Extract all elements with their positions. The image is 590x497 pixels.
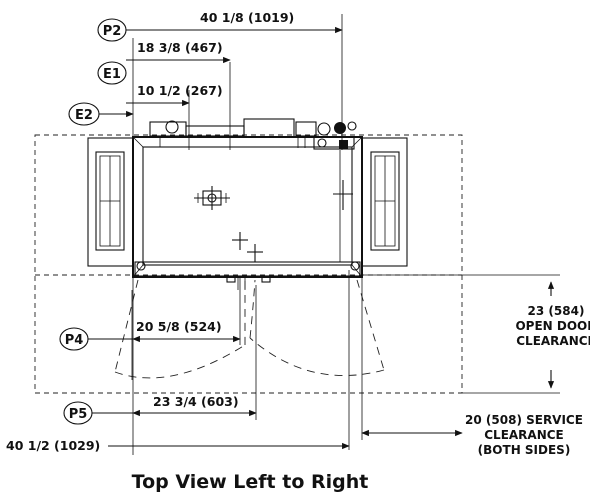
service-clearance-line1: CLEARANCE: [484, 428, 564, 442]
service-clearance-outline: [34, 134, 463, 394]
center-burner-symbol: [194, 186, 230, 210]
callout-e1: E1: [97, 61, 127, 85]
lower-crosshairs: [232, 232, 263, 262]
callout-e2: E2: [68, 102, 100, 126]
figure-caption: Top View Left to Right: [132, 471, 369, 493]
svg-text:P5: P5: [69, 407, 88, 422]
left-side-panel: [87, 137, 134, 267]
e1-dimension: 18 3/8 (467): [137, 40, 223, 55]
e2-dimension: 10 1/2 (267): [137, 83, 223, 98]
dimension-lines: [99, 26, 555, 450]
open-door-clearance-line1: OPEN DOOR: [515, 319, 590, 333]
overall-top-dimension: 40 1/8 (1019): [200, 10, 294, 25]
callout-p2: P2: [97, 18, 127, 42]
p5-dimension: 23 3/4 (603): [153, 394, 239, 409]
service-clearance-line2: (BOTH SIDES): [478, 443, 571, 457]
svg-text:P4: P4: [65, 333, 84, 348]
open-door-clearance-line2: CLEARANCE: [516, 334, 590, 348]
callout-p4: P4: [59, 327, 133, 351]
svg-text:E1: E1: [103, 67, 121, 82]
unit-body: [132, 136, 363, 278]
callout-p5: P5: [63, 401, 133, 425]
door-swing-arcs: [114, 279, 385, 379]
svg-text:E2: E2: [75, 108, 93, 123]
top-components: [149, 118, 357, 150]
overall-bottom-dimension: 40 1/2 (1029): [6, 438, 100, 453]
service-clearance-value: 20 (508) SERVICE: [465, 413, 583, 427]
svg-text:P2: P2: [103, 24, 122, 39]
p4-dimension: 20 5/8 (524): [136, 319, 222, 334]
extension-lines: [131, 14, 560, 455]
right-side-panel: [361, 137, 408, 267]
open-door-clearance-value: 23 (584): [528, 304, 585, 318]
right-crosshair: [333, 150, 353, 262]
